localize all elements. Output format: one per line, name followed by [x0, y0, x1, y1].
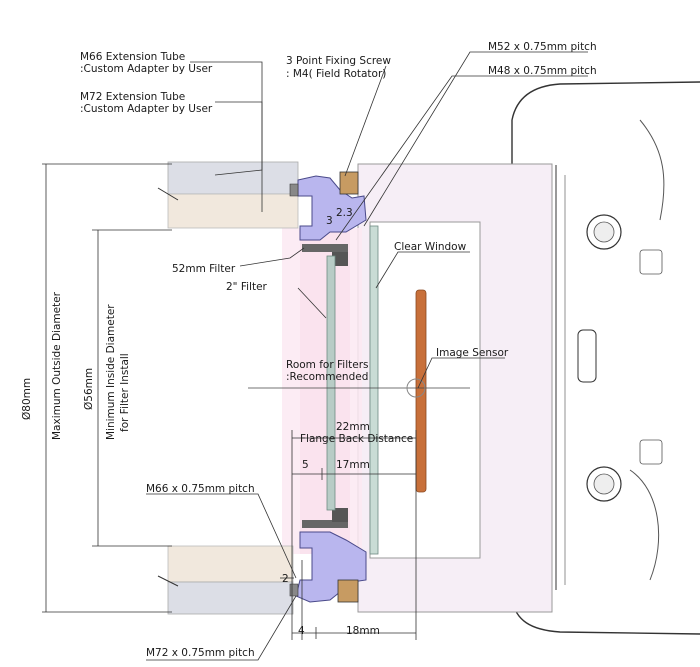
clear-window-label: Clear Window [394, 241, 467, 253]
diameter-dimension-lines [42, 163, 172, 613]
m66-pitch-label: M66 x 0.75mm pitch [146, 483, 255, 495]
m72-tube-label: M72 Extension Tube [80, 91, 185, 103]
m66-tube-label: M66 Extension Tube [80, 51, 185, 63]
flange-back-label: Flange Back Distance [300, 433, 413, 445]
max-outside-diameter-value: Ø80mm [21, 378, 33, 420]
room-for-filters-label: Room for Filters [286, 359, 369, 371]
dim-2: 2 [282, 573, 289, 585]
leader-lines [146, 51, 588, 661]
dim-4: 4 [298, 625, 305, 637]
dim-2-3: 2.3 [336, 207, 353, 219]
adapter-top [289, 171, 367, 266]
min-inside-diameter-label-2: for Filter Install [119, 353, 131, 432]
dim-17mm: 17mm [336, 459, 370, 471]
camera-body-outline [511, 81, 700, 635]
m48-pitch-label: M48 x 0.75mm pitch [488, 65, 597, 77]
dim-5: 5 [302, 459, 309, 471]
m66-extension-tube-top [167, 161, 299, 229]
fixing-screw-sublabel: : M4( Field Rotator) [286, 68, 386, 80]
min-inside-diameter-label: Minimum Inside Diameter [105, 304, 117, 440]
bottom-dimension-lines [280, 430, 417, 640]
min-inside-diameter-value: Ø56mm [83, 368, 95, 410]
fixing-screw-top [339, 171, 359, 195]
image-sensor [415, 289, 427, 493]
dim-22mm: 22mm [336, 421, 370, 433]
filter-2in-label: 2" Filter [226, 281, 268, 293]
max-outside-diameter-label: Maximum Outside Diameter [51, 291, 63, 440]
sensor-center-marker [406, 378, 426, 398]
clear-window-glass [369, 225, 379, 555]
adapter-bottom [289, 508, 367, 603]
m66-tube-sublabel: :Custom Adapter by User [80, 63, 213, 75]
fixing-screw-label: 3 Point Fixing Screw [286, 55, 391, 67]
dim-3: 3 [326, 215, 333, 227]
m72-extension-tube-bottom [167, 545, 294, 615]
fixing-screw-bottom [337, 579, 359, 603]
dim-18mm: 18mm [346, 625, 380, 637]
filter-52mm-label: 52mm Filter [172, 263, 236, 275]
m72-pitch-label: M72 x 0.75mm pitch [146, 647, 255, 659]
image-sensor-label: Image Sensor [436, 347, 509, 359]
filter-2in-glass [326, 255, 336, 511]
room-for-filters-sublabel: :Recommended [286, 371, 368, 383]
m72-tube-sublabel: :Custom Adapter by User [80, 103, 213, 115]
m52-pitch-label: M52 x 0.75mm pitch [488, 41, 597, 53]
